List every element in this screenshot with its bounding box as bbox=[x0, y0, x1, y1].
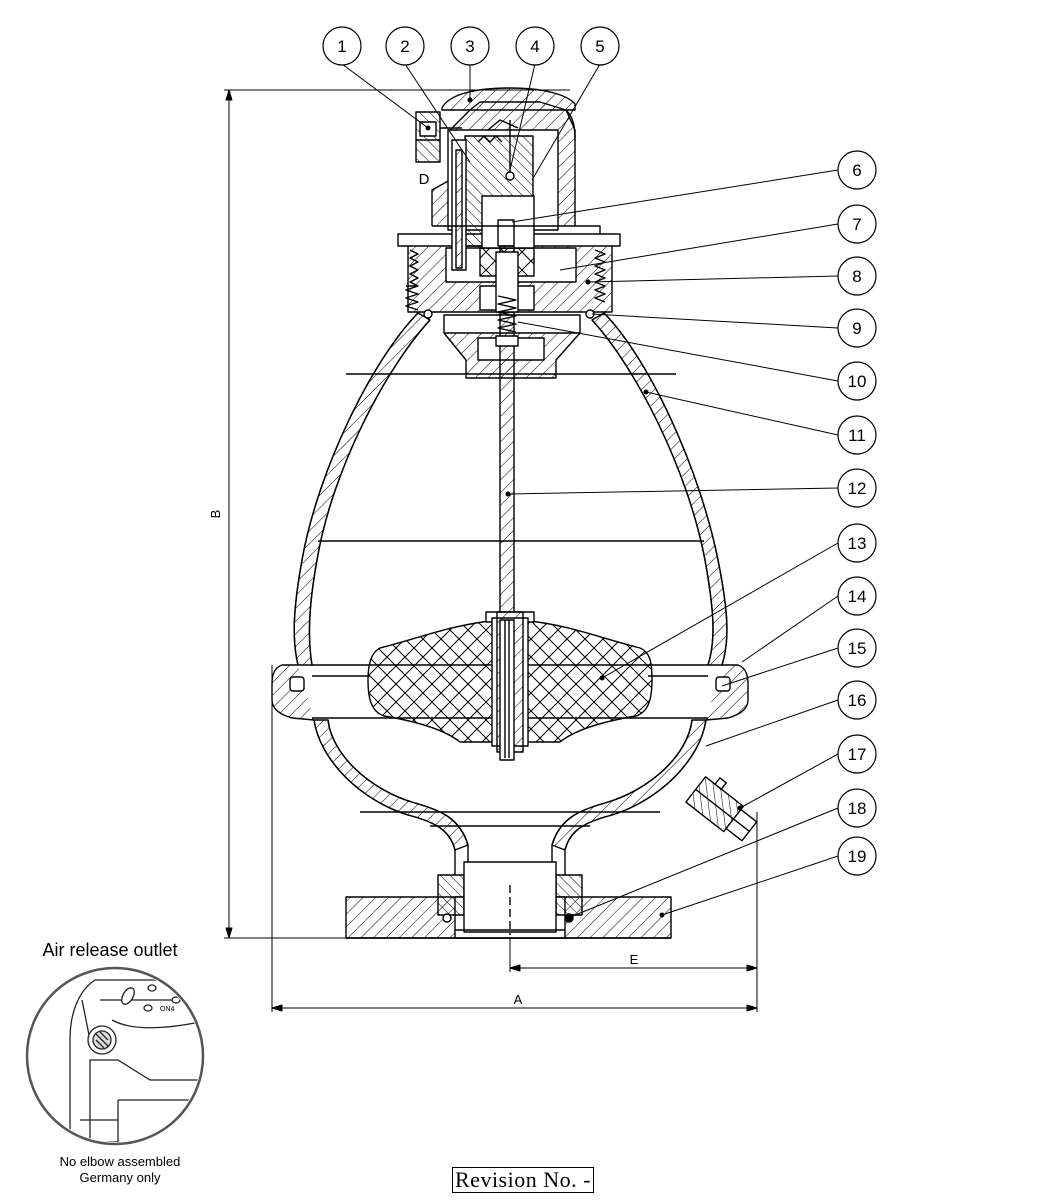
balloon-label: 16 bbox=[848, 691, 867, 710]
balloon-11: 11 bbox=[837, 415, 877, 455]
balloon-label: 2 bbox=[400, 37, 409, 56]
inset-note-line-1: No elbow assembled bbox=[59, 1154, 181, 1169]
body-outer-left bbox=[293, 312, 419, 666]
balloon-label: 18 bbox=[848, 799, 867, 818]
body-outer-right bbox=[603, 312, 728, 666]
balloon-label: 15 bbox=[848, 639, 867, 658]
inset-note: No elbow assembled Germany only bbox=[20, 1154, 220, 1186]
inset-note-line-2: Germany only bbox=[79, 1170, 161, 1185]
inset-title: Air release outlet bbox=[42, 940, 178, 960]
balloon-2: 2 bbox=[385, 26, 425, 66]
balloon-label: 12 bbox=[848, 479, 867, 498]
dimension-lines bbox=[224, 89, 758, 1012]
balloon-label: 17 bbox=[848, 745, 867, 764]
balloon-1: 1 bbox=[322, 26, 362, 66]
balloon-17: 17 bbox=[837, 734, 877, 774]
balloon-label: 6 bbox=[852, 161, 861, 180]
balloon-7: 7 bbox=[837, 204, 877, 244]
balloon-12: 12 bbox=[837, 468, 877, 508]
outlet-elbow bbox=[415, 111, 441, 163]
balloon-9: 9 bbox=[837, 308, 877, 348]
revision-box: Revision No. - bbox=[452, 1167, 594, 1193]
inset-engraving: ON4 bbox=[160, 1006, 175, 1013]
balloon-19: 19 bbox=[837, 836, 877, 876]
balloon-label: 8 bbox=[852, 267, 861, 286]
balloon-label: 14 bbox=[848, 587, 867, 606]
balloon-label: 13 bbox=[848, 534, 867, 553]
balloon-label: 3 bbox=[465, 37, 474, 56]
balloon-18: 18 bbox=[837, 788, 877, 828]
balloon-4: 4 bbox=[515, 26, 555, 66]
balloon-label: 19 bbox=[848, 847, 867, 866]
balloon-label: 5 bbox=[595, 37, 604, 56]
balloon-label: 11 bbox=[848, 426, 866, 445]
balloon-10: 10 bbox=[837, 361, 877, 401]
dim-label-b: B bbox=[208, 510, 223, 519]
balloon-6: 6 bbox=[837, 150, 877, 190]
balloon-label: 4 bbox=[530, 37, 539, 56]
mid-flange-right bbox=[705, 664, 749, 721]
mid-flange-left bbox=[271, 664, 315, 721]
top-cap bbox=[441, 87, 576, 111]
dim-label-d: D bbox=[419, 171, 430, 188]
balloon-14: 14 bbox=[837, 576, 877, 616]
balloon-label: 9 bbox=[852, 319, 861, 338]
air-release-outlet-inset: ON4 bbox=[25, 966, 205, 1146]
balloon-8: 8 bbox=[837, 256, 877, 296]
balloon-label: 1 bbox=[337, 37, 346, 56]
balloon-label: 7 bbox=[852, 215, 861, 234]
dim-label-e: E bbox=[630, 952, 639, 967]
balloon-16: 16 bbox=[837, 680, 877, 720]
dim-label-a: A bbox=[514, 992, 523, 1007]
leader-lines bbox=[341, 63, 839, 919]
balloon-5: 5 bbox=[580, 26, 620, 66]
balloon-13: 13 bbox=[837, 523, 877, 563]
drain-plug bbox=[685, 776, 758, 842]
balloon-3: 3 bbox=[450, 26, 490, 66]
balloon-label: 10 bbox=[848, 372, 867, 391]
balloon-15: 15 bbox=[837, 628, 877, 668]
